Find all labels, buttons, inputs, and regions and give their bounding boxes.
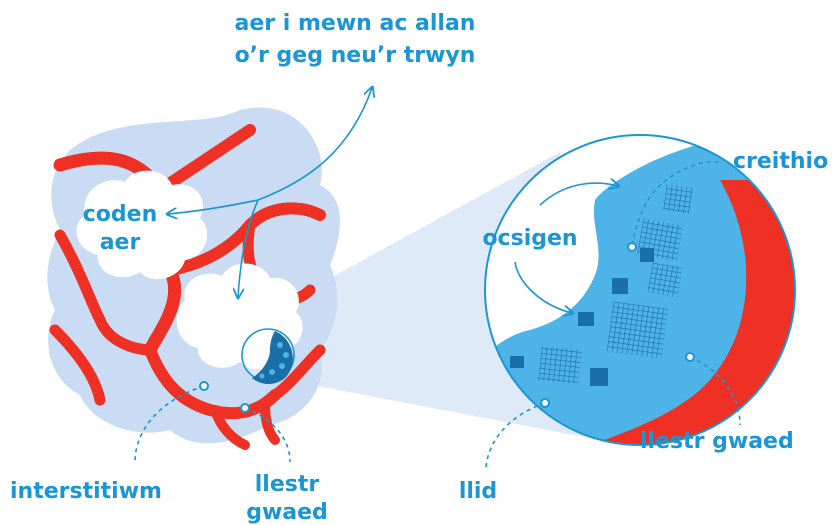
label-capillaries: creithio [733, 149, 828, 174]
label-wall: llid [459, 479, 497, 504]
label-air-line2: o’r geg neu’r trwyn [235, 43, 476, 68]
label-oxygen: ocsigen [482, 226, 577, 251]
label-vessel-left-line1: llestr [255, 472, 320, 497]
alveoli-cluster [47, 107, 340, 445]
label-air-line1: aer i mewn ac allan [235, 11, 476, 36]
label-air-sac-line2: aer [100, 230, 141, 255]
dot-vessel-right [686, 353, 694, 361]
label-air-sac-line1: coden [83, 202, 158, 227]
dot-interstitium [200, 382, 208, 390]
label-vessel-left-line2: gwaed [246, 500, 328, 525]
dot-capillaries [628, 243, 636, 251]
label-vessel-right: llestr gwaed [640, 429, 794, 454]
label-interstitium: interstitiwm [10, 479, 162, 504]
dot-wall [541, 399, 549, 407]
dot-vessel-left [241, 404, 249, 412]
